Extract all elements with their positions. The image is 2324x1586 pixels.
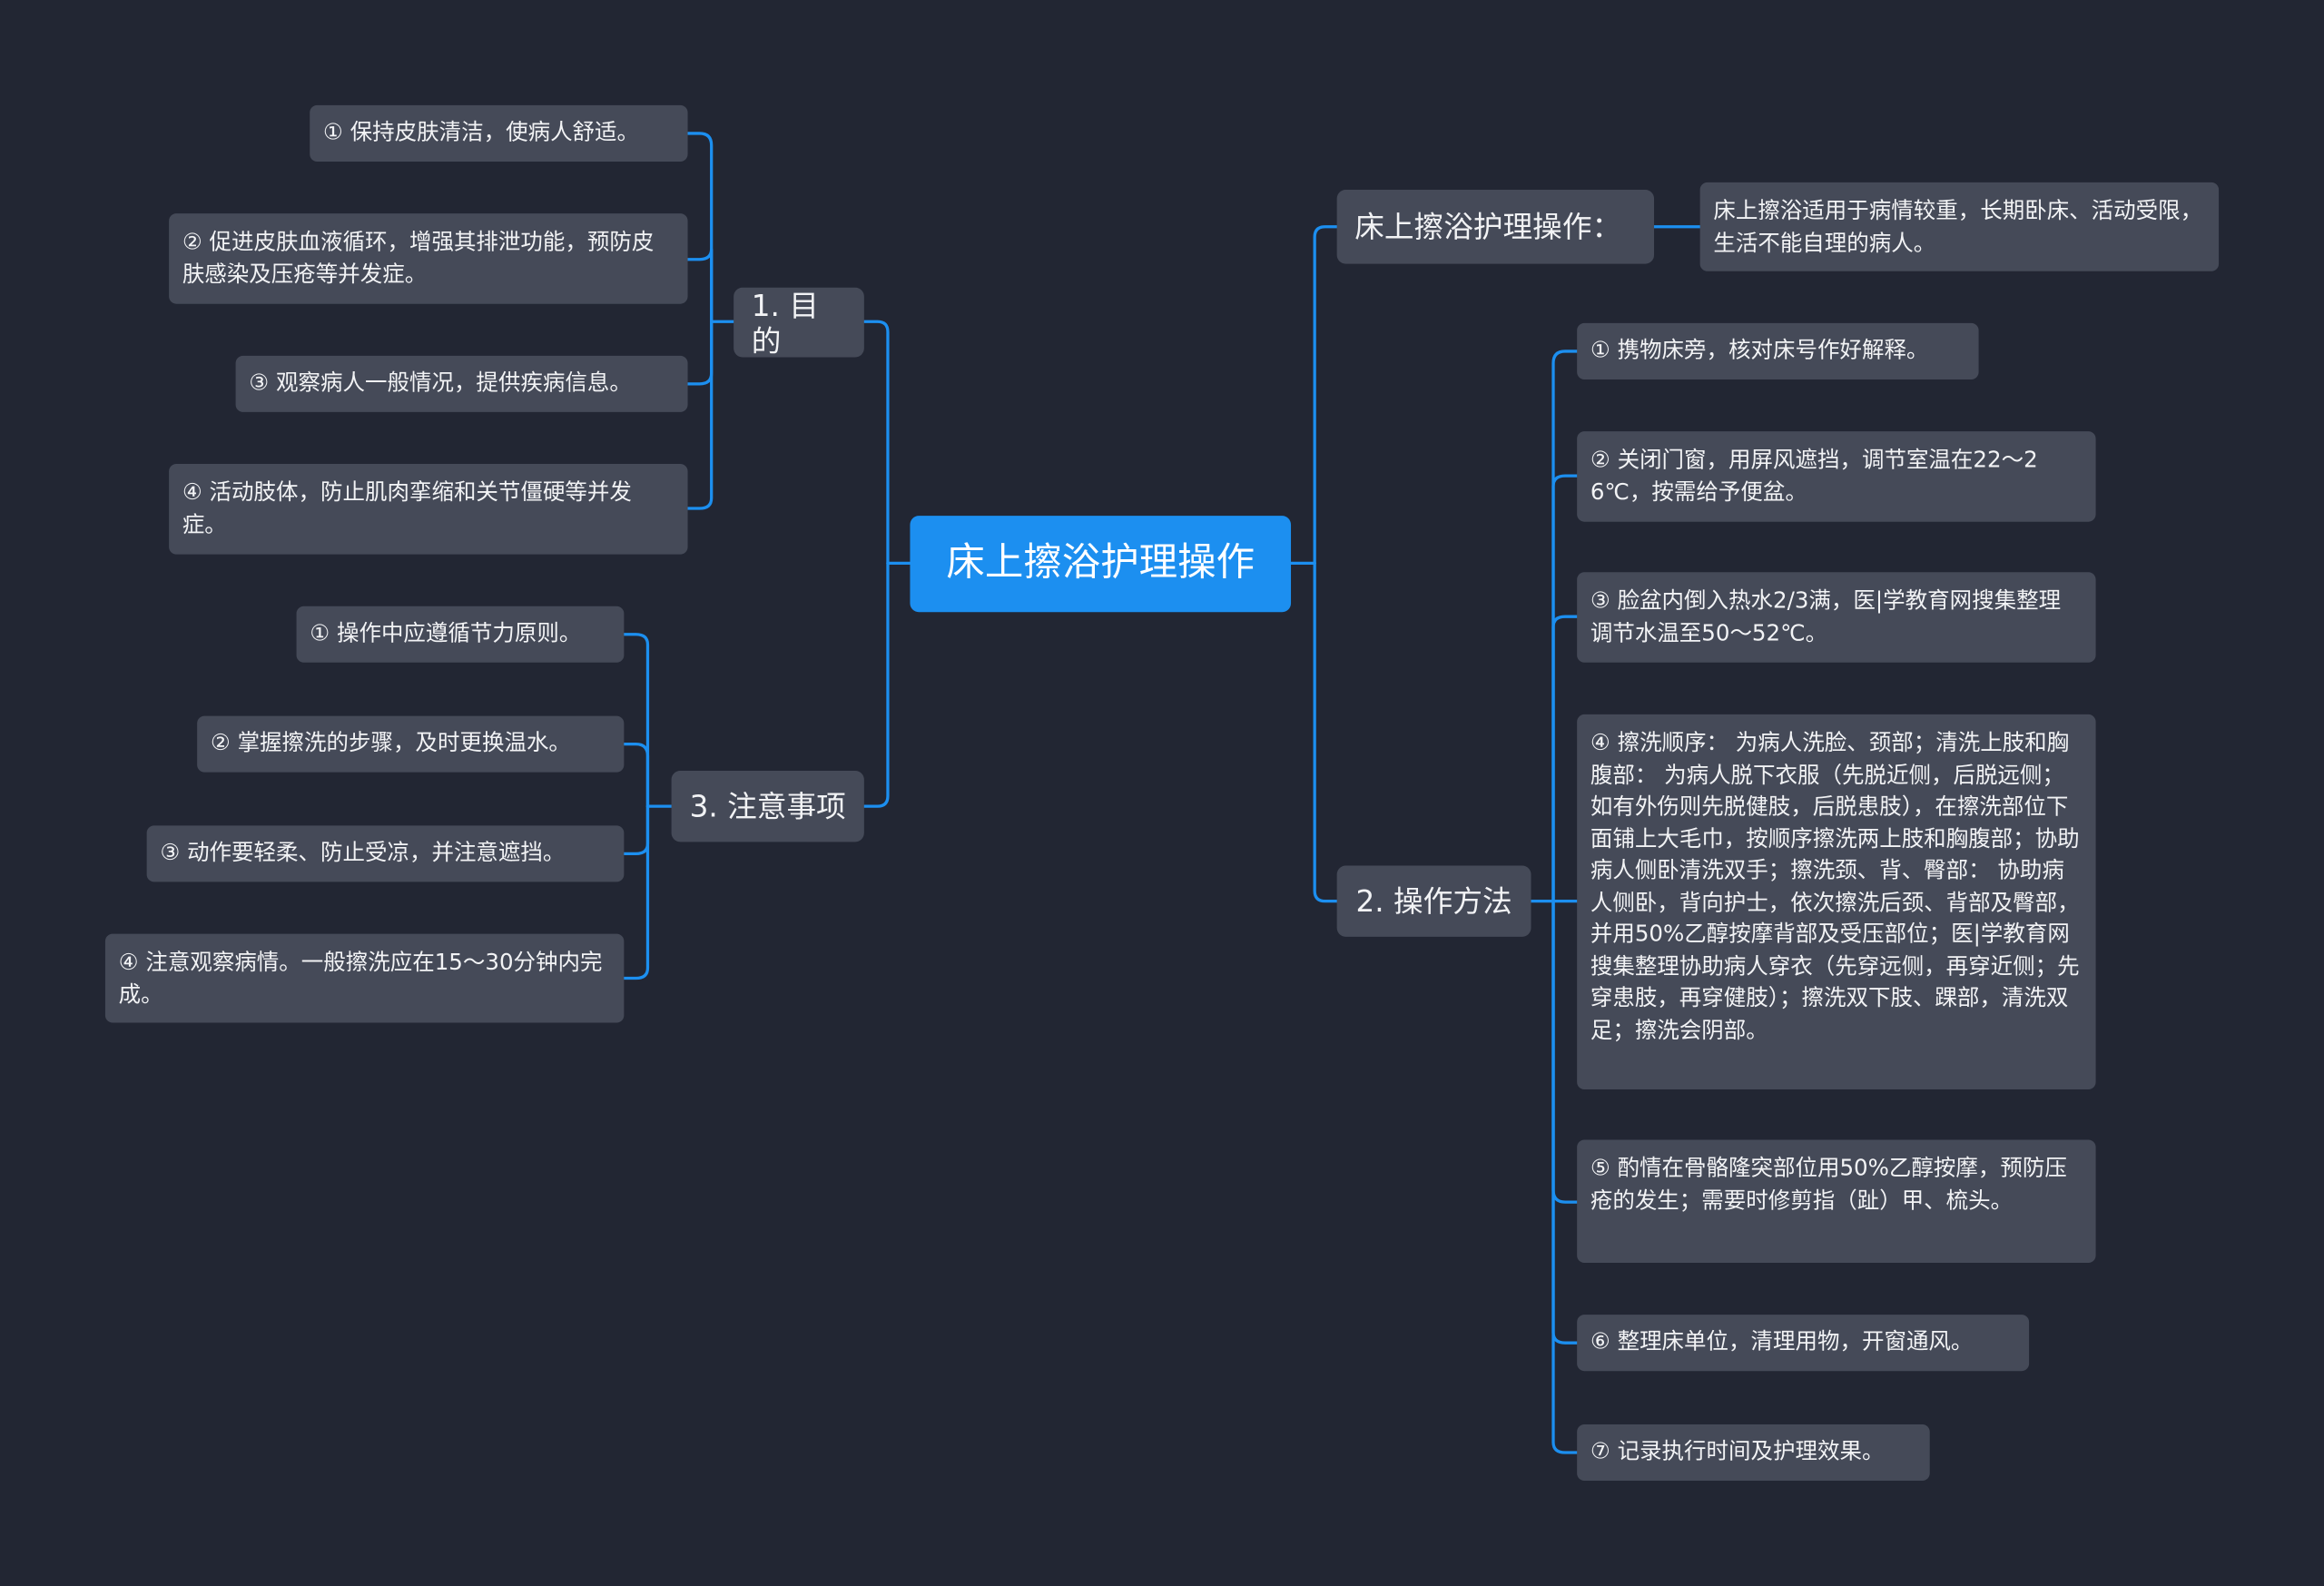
root-label: 床上擦浴护理操作	[946, 540, 1256, 586]
root-node[interactable]: 床上擦浴护理操作	[910, 516, 1292, 613]
method-item-3[interactable]: ③ 脸盆内倒入热水2/3满，医|学教育网搜集整理调节水温至50～52℃。	[1577, 572, 2096, 663]
method-item-6[interactable]: ⑥ 整理床单位，清理用物，开窗通风。	[1577, 1315, 2030, 1372]
method-item-5[interactable]: ⑤ 酌情在骨骼隆突部位用50%乙醇按摩，预防压疮的发生；需要时修剪指（趾）甲、梳…	[1577, 1139, 2096, 1264]
branch-method[interactable]: 2. 操作方法	[1336, 865, 1531, 937]
definition-item-1[interactable]: 床上擦浴适用于病情较重，长期卧床、活动受限，生活不能自理的病人。	[1699, 182, 2220, 271]
method-item-1[interactable]: ① 携物床旁，核对床号作好解释。	[1577, 322, 1979, 379]
branch-purpose[interactable]: 1. 目的	[734, 286, 864, 359]
branch-purpose-label: 1. 目的	[751, 286, 819, 359]
branch-notes-label: 3. 注意事项	[689, 788, 846, 824]
notes-item-2[interactable]: ② 掌握擦洗的步骤，及时更换温水。	[197, 715, 625, 773]
purpose-item-2[interactable]: ② 促进皮肤血液循环，增强其排泄功能，预防皮肤感染及压疮等并发症。	[169, 213, 688, 304]
branch-method-label: 2. 操作方法	[1355, 883, 1512, 920]
branch-definition[interactable]: 床上擦浴护理操作：	[1336, 189, 1655, 264]
method-item-2[interactable]: ② 关闭门窗，用屏风遮挡，调节室温在22～26℃，按需给予便盆。	[1577, 431, 2096, 522]
purpose-item-1[interactable]: ① 保持皮肤清洁，使病人舒适。	[310, 104, 688, 162]
notes-item-1[interactable]: ① 操作中应遵循节力原则。	[296, 606, 625, 663]
purpose-item-3[interactable]: ③ 观察病人一般情况，提供疾病信息。	[235, 355, 688, 412]
method-item-4[interactable]: ④ 擦洗顺序： 为病人洗脸、颈部；清洗上肢和胸腹部： 为病人脱下衣服（先脱近侧，…	[1577, 714, 2096, 1089]
notes-item-4[interactable]: ④ 注意观察病情。一般擦洗应在15～30分钟内完成。	[104, 933, 625, 1023]
purpose-item-4[interactable]: ④ 活动肢体，防止肌肉挛缩和关节僵硬等并发症。	[169, 464, 688, 555]
branch-definition-label: 床上擦浴护理操作：	[1354, 209, 1622, 245]
notes-item-3[interactable]: ③ 动作要轻柔、防止受凉，并注意遮挡。	[146, 825, 625, 882]
method-item-7[interactable]: ⑦ 记录执行时间及护理效果。	[1577, 1423, 1930, 1482]
branch-notes[interactable]: 3. 注意事项	[671, 770, 864, 842]
